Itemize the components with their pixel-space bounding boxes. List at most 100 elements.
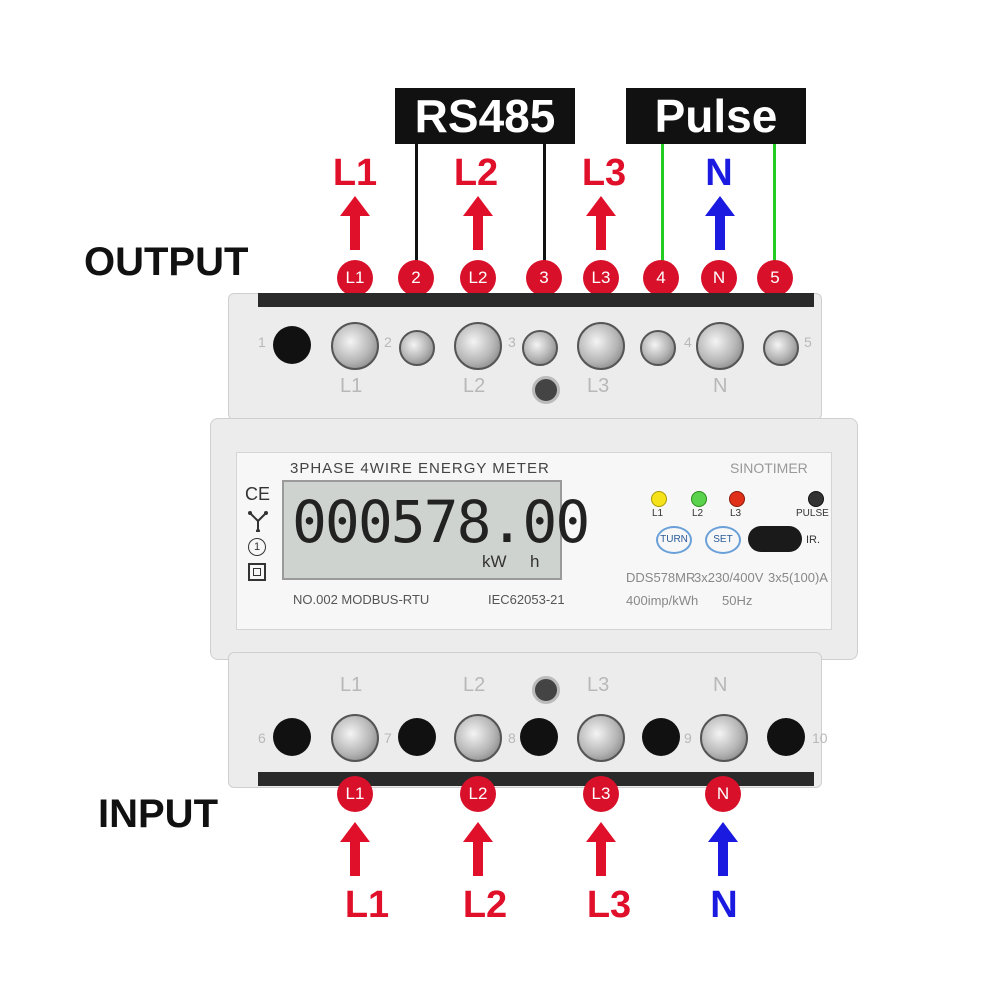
molded-number: 2 (384, 334, 392, 350)
pulse-wire-b (773, 144, 776, 262)
brand-label: SINOTIMER (730, 460, 808, 476)
led-l3 (729, 491, 745, 507)
led-pulse (808, 491, 824, 507)
meter-bottom-dark-strip (258, 772, 814, 786)
turn-button[interactable]: TURN (656, 526, 692, 554)
led-l2 (691, 491, 707, 507)
terminal-screw-l1-out[interactable] (331, 322, 379, 370)
bottom-phase-l3: L3 (586, 884, 632, 926)
led-label-l1: L1 (652, 508, 664, 519)
spec-freq: 50Hz (722, 593, 753, 608)
terminal-screw-l2-out[interactable] (454, 322, 502, 370)
arrow-up-icon (705, 196, 735, 250)
rs485-header: RS485 (395, 88, 575, 144)
spec-model: DDS578MR (626, 570, 696, 585)
molded-number: 6 (258, 730, 266, 746)
lcd-display (282, 480, 562, 580)
arrow-up-icon (586, 822, 616, 876)
meter-top-dark-strip (258, 293, 814, 307)
terminal-badge-l3: L3 (583, 776, 619, 812)
three-phase-symbol-icon (248, 511, 268, 532)
terminal-badge-l1: L1 (337, 776, 373, 812)
molded-label: L2 (463, 375, 486, 397)
terminal-badge-n: N (701, 260, 737, 296)
terminal-screw-4[interactable] (640, 330, 676, 366)
top-phase-l3: L3 (581, 152, 627, 194)
led-label-l3: L3 (730, 508, 742, 519)
model-line: NO.002 MODBUS-RTU (293, 592, 430, 607)
arrow-up-icon (586, 196, 616, 250)
led-label-l2: L2 (692, 508, 704, 519)
terminal-badge-3: 3 (526, 260, 562, 296)
molded-number: 8 (508, 730, 516, 746)
terminal-badge-l2: L2 (460, 260, 496, 296)
molded-number: 1 (258, 334, 266, 350)
pulse-header: Pulse (626, 88, 806, 144)
ir-port (748, 526, 802, 552)
molded-number: 4 (684, 334, 692, 350)
terminal-screw-5[interactable] (763, 330, 799, 366)
rs485-wire-a (415, 144, 418, 262)
terminal-screw-3[interactable] (522, 330, 558, 366)
terminal-hole (520, 718, 558, 756)
top-phase-l2: L2 (453, 152, 499, 194)
terminal-screw-l3-in[interactable] (577, 714, 625, 762)
bottom-phase-l1: L1 (344, 884, 390, 926)
top-phase-n: N (705, 152, 733, 194)
set-button[interactable]: SET (705, 526, 741, 554)
standard-label: IEC62053-21 (488, 592, 565, 607)
lcd-unit-kw: kW (482, 552, 507, 571)
spec-imp: 400imp/kWh (626, 593, 699, 608)
lcd-reading: 000578.00 (292, 488, 590, 556)
terminal-badge-n: N (705, 776, 741, 812)
ce-mark: CE (245, 484, 271, 504)
terminal-screw-l3-out[interactable] (577, 322, 625, 370)
molded-number: 10 (812, 730, 828, 746)
led-label-pulse: PULSE (796, 508, 829, 519)
terminal-badge-l3: L3 (583, 260, 619, 296)
terminal-badge-4: 4 (643, 260, 679, 296)
terminal-screw-n-out[interactable] (696, 322, 744, 370)
top-phase-l1: L1 (332, 152, 378, 194)
pulse-wire-a (661, 144, 664, 262)
molded-number: 9 (684, 730, 692, 746)
terminal-screw-n-in[interactable] (700, 714, 748, 762)
arrow-up-icon (708, 822, 738, 876)
meter-title: 3PHASE 4WIRE ENERGY METER (290, 460, 550, 477)
spec-voltage: 3x230/400V (694, 570, 764, 585)
molded-label: L3 (587, 375, 610, 397)
molded-label: N (713, 674, 728, 696)
terminal-screw-2[interactable] (399, 330, 435, 366)
terminal-badge-5: 5 (757, 260, 793, 296)
rs485-wire-b (543, 144, 546, 262)
class-mark: 1 (248, 538, 266, 556)
ir-label: IR. (806, 534, 821, 546)
seal-screw (532, 376, 560, 404)
arrow-up-icon (463, 822, 493, 876)
molded-number: 5 (804, 334, 812, 350)
terminal-badge-2: 2 (398, 260, 434, 296)
molded-label: L1 (340, 375, 363, 397)
arrow-up-icon (340, 196, 370, 250)
molded-label: L2 (463, 674, 486, 696)
terminal-hole (398, 718, 436, 756)
lcd-unit-h: h (530, 552, 540, 571)
terminal-screw-l2-in[interactable] (454, 714, 502, 762)
double-insulation-icon (248, 563, 266, 581)
arrow-up-icon (340, 822, 370, 876)
spec-current: 3x5(100)A (768, 570, 828, 585)
terminal-badge-l1: L1 (337, 260, 373, 296)
bottom-phase-l2: L2 (462, 884, 508, 926)
terminal-hole (273, 718, 311, 756)
led-l1 (651, 491, 667, 507)
arrow-up-icon (463, 196, 493, 250)
seal-screw (532, 676, 560, 704)
molded-number: 3 (508, 334, 516, 350)
terminal-hole (273, 326, 311, 364)
molded-number: 7 (384, 730, 392, 746)
terminal-hole (767, 718, 805, 756)
terminal-screw-l1-in[interactable] (331, 714, 379, 762)
molded-label: L3 (587, 674, 610, 696)
output-label: OUTPUT (84, 240, 249, 284)
input-label: INPUT (98, 792, 218, 836)
